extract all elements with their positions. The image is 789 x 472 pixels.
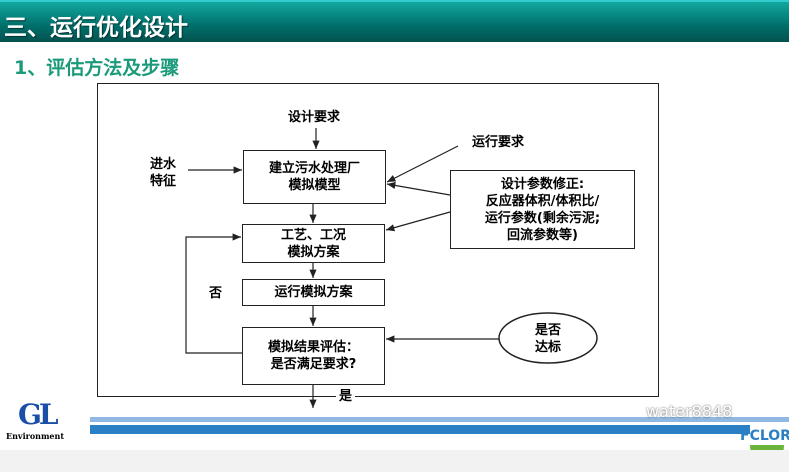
- arrow-param-model: [386, 181, 451, 196]
- footer-line-dark: [90, 425, 750, 434]
- arrow-op-req: [386, 145, 459, 183]
- page-title: 三、运行优化设计: [4, 15, 188, 41]
- influent-label: 进水特征: [150, 157, 177, 189]
- design-req-label: 设计要求: [288, 110, 341, 125]
- yes-label: 是: [336, 388, 356, 405]
- run-box: 运行模拟方案: [242, 279, 385, 306]
- target-label: 是否达标: [534, 323, 561, 355]
- watermark: water8848: [646, 402, 733, 421]
- flowchart-frame: [97, 83, 659, 397]
- gl-logo-sub: Environment: [6, 431, 65, 441]
- section-subtitle: 1、评估方法及步骤: [14, 57, 180, 79]
- param-box: 设计参数修正:反应器体积/体积比/运行参数(剩余污泥;回流参数等): [450, 170, 635, 249]
- arrow-loop-no: [185, 233, 242, 354]
- no-label: 否: [209, 286, 223, 301]
- eval-box: 模拟结果评估：是否满足要求?: [242, 327, 385, 385]
- bottom-bar: [0, 450, 789, 472]
- arrow-param-scheme: [385, 211, 451, 232]
- target-ellipse: [498, 312, 598, 364]
- fclor-logo: FCLOR: [740, 428, 789, 444]
- scheme-box: 工艺、工况模拟方案: [242, 224, 385, 263]
- title-bar: 三、运行优化设计: [0, 0, 789, 42]
- footer-line-light: [90, 417, 789, 422]
- op-req-label: 运行要求: [472, 135, 525, 150]
- gl-logo: GL: [18, 398, 59, 431]
- model-box: 建立污水处理厂模拟模型: [243, 150, 386, 204]
